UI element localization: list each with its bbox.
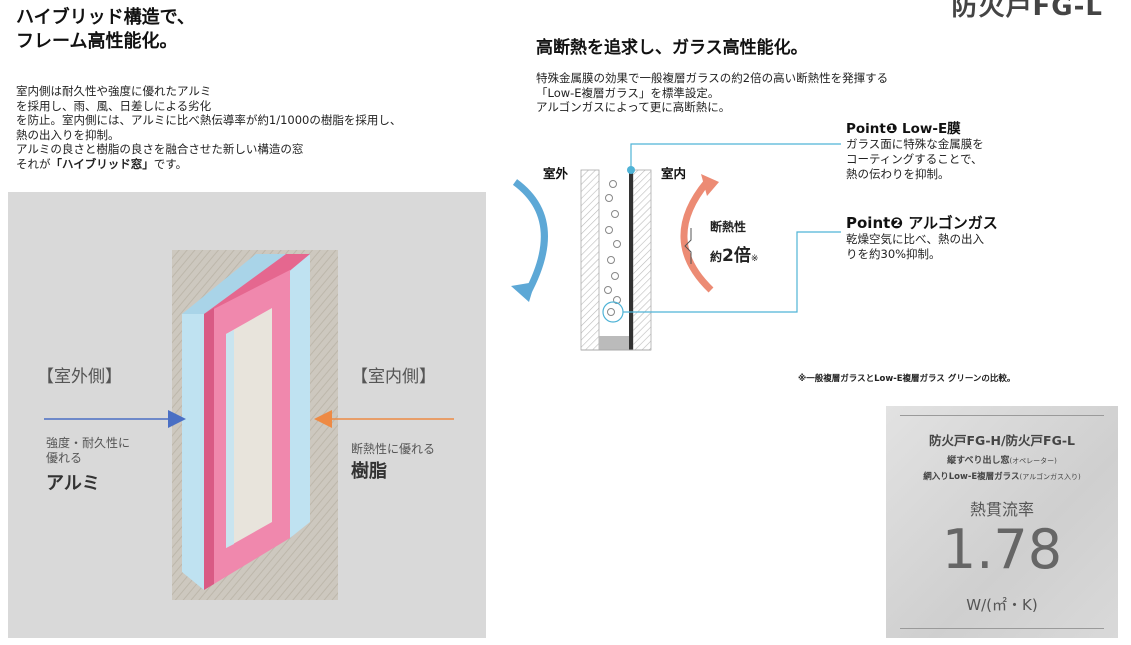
frame-body-line: アルミの良さと樹脂の良さを融合させた新しい構造の窓: [16, 142, 304, 156]
insulation-times: 2倍: [722, 246, 751, 266]
resin-description: 断熱性に優れる: [351, 442, 436, 456]
argon-bubble: [607, 308, 615, 316]
inside-arrow-head: [314, 410, 332, 428]
point1-callout-line: [630, 143, 841, 170]
outside-arrow-head: [168, 410, 186, 428]
argon-bubble: [611, 272, 619, 280]
glass-body-line: アルゴンガスによって更に高断熱に。: [536, 100, 731, 114]
frame-body-line: 室内側は耐久性や強度に優れたアルミ: [16, 84, 212, 98]
hybrid-frame-illustration: [44, 250, 454, 600]
card-model: 防火戸FG-H/防火戸FG-L: [929, 433, 1075, 448]
point2-callout-line: [623, 231, 841, 313]
diagram-inside-label: 室内: [661, 166, 687, 181]
brand-title: 防火戸FG-L: [951, 0, 1103, 22]
frame-body-line: 熱の出入りを抑制。: [16, 127, 120, 142]
argon-bubble: [613, 296, 621, 304]
point1-body: ガラス面に特殊な金属膜を コーティングすることで、 熱の伝わりを抑制。: [846, 137, 1036, 182]
insulation-ratio: 約2倍※: [710, 241, 758, 266]
card-metric-unit: W/(㎡・K): [966, 596, 1038, 614]
aluminum-description: 強度・耐久性に 優れる: [46, 436, 130, 466]
comparison-note: ※一般複層ガラスとLow-E複層ガラス グリーンの比較。: [798, 374, 1016, 384]
card-metric-label: 熱貫流率: [969, 500, 1034, 519]
inner-glass-pane: [632, 169, 652, 351]
card-glass-type-sub: (アルゴンガス入り): [1019, 473, 1081, 481]
aluminum-desc-line: 強度・耐久性に: [46, 436, 131, 450]
glass-body-line: 「Low-E複層ガラス」を標準設定。: [536, 85, 720, 100]
point1-line: 熱の伝わりを抑制。: [846, 167, 950, 181]
point2-line: 乾燥空気に比べ、熱の出入: [846, 232, 984, 246]
frame-body-line: それが「ハイブリッド窓」です。: [16, 157, 521, 172]
spacer-bottom: [599, 336, 629, 350]
insulation-brace: [684, 228, 692, 264]
diagram-outside-label: 室外: [543, 166, 569, 181]
inside-side-label: 【室内側】: [351, 367, 436, 387]
outside-side-label: 【室外側】: [37, 367, 122, 387]
argon-bubble: [605, 194, 613, 202]
warm-air-arrow: [680, 179, 714, 293]
frame-section-body: 室内側は耐久性や強度に優れたアルミ を採用し、雨、風、日差しによる劣化 を防止。…: [16, 84, 521, 171]
cold-air-arrow-head: [511, 282, 535, 302]
low-e-film: [629, 170, 633, 350]
argon-bubble: [605, 226, 613, 234]
glass-section-title: 高断熱を追求し、ガラス高性能化。: [536, 38, 808, 58]
frame-body-post: です。: [153, 156, 188, 171]
frame-illustration-panel: [8, 192, 486, 638]
frame-section-title: ハイブリッド構造で、 フレーム高性能化。: [16, 6, 195, 54]
insulation-label: 断熱性: [710, 220, 747, 234]
point1-line: コーティングすることで、: [846, 152, 983, 166]
argon-bubble: [604, 286, 612, 294]
frame-title-line2: フレーム高性能化。: [16, 31, 178, 52]
frame-title-line1: ハイブリッド構造で、: [16, 7, 195, 28]
resin-frame-top: [204, 254, 310, 314]
aluminum-name: アルミ: [46, 473, 100, 494]
resin-name: 樹脂: [351, 461, 387, 482]
argon-bubble: [613, 240, 621, 248]
aluminum-frame-right: [290, 254, 310, 538]
glass-cross-section-diagram: [511, 143, 841, 351]
insulation-mark: ※: [750, 254, 759, 264]
argon-callout-ring: [602, 301, 624, 323]
opening-inner-shade: [226, 330, 234, 548]
card-window-type-main: 縦すべり出し窓: [947, 456, 1010, 466]
argon-bubble: [607, 256, 615, 264]
resin-frame-side: [204, 308, 214, 590]
card-divider-bottom: [900, 628, 1104, 629]
argon-bubble: [609, 180, 617, 188]
thermal-spec-card: 防火戸FG-H/防火戸FG-L 縦すべり出し窓(オペレーター) 網入りLow-E…: [886, 406, 1118, 638]
point2-title: Point❷ アルゴンガス: [846, 214, 998, 232]
point1-line: ガラス面に特殊な金属膜を: [846, 137, 984, 151]
frame-body-line: を採用し、雨、風、日差しによる劣化: [16, 98, 212, 113]
aluminum-frame-left: [182, 314, 204, 590]
point1-title: Point❶ Low-E膜: [846, 121, 961, 137]
card-window-type-sub: (オペレーター): [1009, 457, 1057, 465]
outer-glass-pane: [580, 169, 600, 351]
hybrid-window-term: 「ハイブリッド窓」: [50, 156, 154, 171]
card-glass-type-main: 網入りLow-E複層ガラス: [923, 472, 1020, 482]
frame-body-line: を防止。室内側には、アルミに比べ熱伝導率が約1/1000の樹脂を採用し、: [16, 113, 402, 127]
point2-body: 乾燥空気に比べ、熱の出入 りを約30%抑制。: [846, 232, 1021, 262]
card-window-type: 縦すべり出し窓(オペレーター): [886, 453, 1118, 466]
frame-body-pre: それが: [16, 156, 51, 171]
warm-air-arrow-head: [701, 174, 719, 196]
frame-opening: [226, 308, 272, 548]
glass-body-line: 特殊金属膜の効果で一般複層ガラスの約2倍の高い断熱性を発揮する: [536, 71, 889, 85]
point2-line: りを約30%抑制。: [846, 247, 941, 261]
card-divider-top: [900, 415, 1104, 416]
glass-section-body: 特殊金属膜の効果で一般複層ガラスの約2倍の高い断熱性を発揮する 「Low-E複層…: [536, 71, 916, 115]
card-glass-type: 網入りLow-E複層ガラス(アルゴンガス入り): [886, 470, 1118, 482]
cold-air-arrow: [512, 179, 548, 296]
card-metric-value: 1.78: [941, 518, 1063, 581]
aluminum-desc-line: 優れる: [46, 451, 83, 465]
argon-bubble: [611, 210, 619, 218]
insulation-approx: 約: [710, 250, 723, 264]
